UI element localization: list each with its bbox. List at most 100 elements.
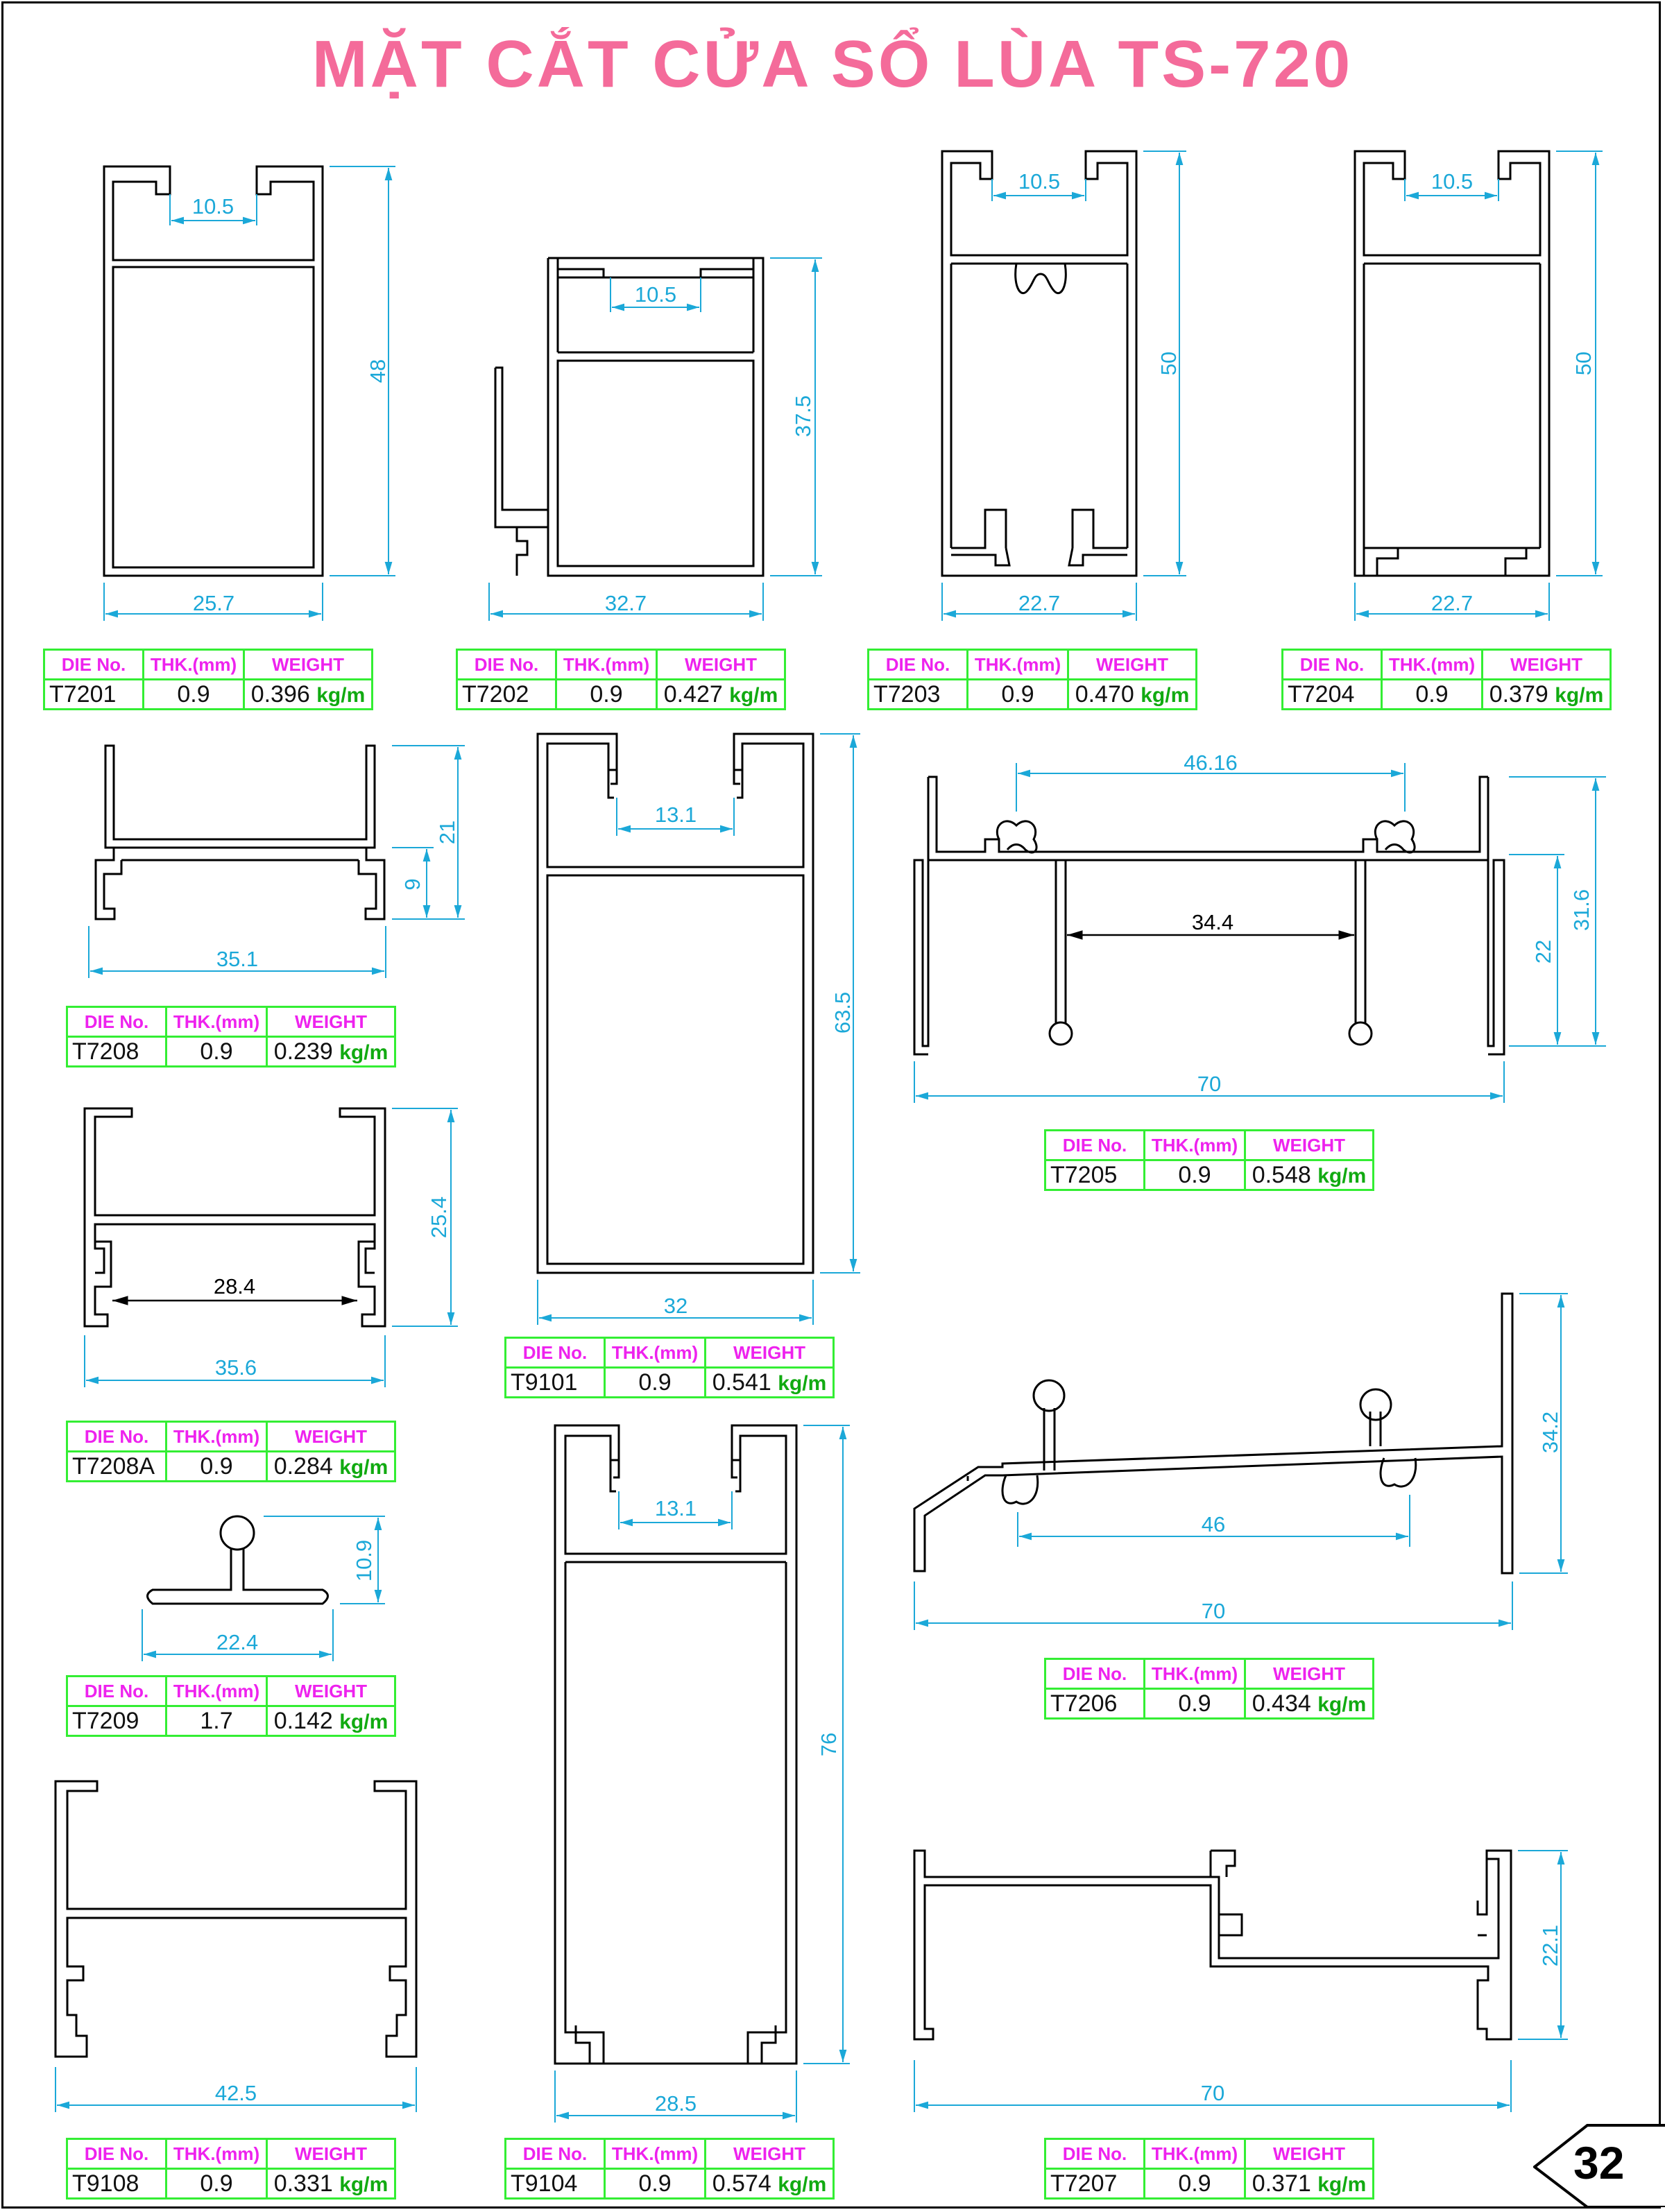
weight-header: WEIGHT — [266, 1421, 396, 1452]
profile-t7208: 35.1 21 9 — [88, 744, 465, 978]
weight-header: WEIGHT — [266, 1675, 396, 1707]
die-header: DIE No. — [1044, 1129, 1145, 1161]
t7204-width-label: 22.7 — [1431, 591, 1473, 615]
thk-value: 1.7 — [165, 1705, 268, 1737]
t7207-height-label: 22.1 — [1538, 1925, 1562, 1966]
profile-t7209: 22.4 10.9 — [142, 1515, 385, 1661]
t7208-h2-label: 9 — [400, 878, 425, 890]
thk-header: THK.(mm) — [165, 1006, 268, 1038]
profile-t7202: 32.7 37.5 10.5 — [488, 257, 822, 621]
t9104-slot-label: 13.1 — [655, 1496, 697, 1520]
profile-t7208a: 35.6 28.4 25.4 — [83, 1107, 458, 1387]
die-header: DIE No. — [66, 1006, 167, 1038]
t9104-width-label: 28.5 — [655, 2091, 697, 2116]
thk-value: 0.9 — [604, 2168, 706, 2200]
weight-value: 0.379 kg/m — [1481, 678, 1612, 710]
die-value: T7206 — [1044, 1688, 1145, 1720]
profile-t9101: 32 63.5 13.1 — [536, 732, 860, 1325]
t7207-width-label: 70 — [1201, 2081, 1224, 2105]
t7201-width-label: 25.7 — [193, 591, 234, 615]
weight-header: WEIGHT — [266, 1006, 396, 1038]
t7203-slot-label: 10.5 — [1018, 169, 1060, 194]
die-value: T7202 — [456, 678, 557, 710]
thk-value: 0.9 — [604, 1366, 706, 1398]
thk-header: THK.(mm) — [966, 649, 1069, 680]
weight-value: 0.541 kg/m — [704, 1366, 835, 1398]
thk-value: 0.9 — [1381, 678, 1483, 710]
t9108-width-label: 42.5 — [215, 2081, 257, 2105]
die-value: T7204 — [1281, 678, 1383, 710]
die-header: DIE No. — [867, 649, 968, 680]
die-value: T7201 — [43, 678, 144, 710]
profile-t7206: 70 46 34.2 — [913, 1292, 1568, 1630]
t7203-height-label: 50 — [1156, 352, 1181, 375]
die-value: T7205 — [1044, 1159, 1145, 1191]
thk-value: 0.9 — [142, 678, 245, 710]
t7206-height-label: 34.2 — [1538, 1412, 1562, 1453]
thk-value: 0.9 — [1143, 1159, 1246, 1191]
die-header: DIE No. — [66, 2138, 167, 2170]
profile-t9104: 28.5 76 13.1 — [554, 1424, 850, 2123]
weight-header: WEIGHT — [704, 1337, 835, 1369]
die-header: DIE No. — [1044, 1658, 1145, 1690]
page-title: MẶT CẮT CỬA SỔ LÙA TS-720 — [311, 27, 1354, 101]
die-header: DIE No. — [1044, 2138, 1145, 2170]
thk-header: THK.(mm) — [142, 649, 245, 680]
die-header: DIE No. — [456, 649, 557, 680]
t7202-height-label: 37.5 — [791, 395, 815, 437]
thk-header: THK.(mm) — [165, 1421, 268, 1452]
t7204-height-label: 50 — [1571, 352, 1596, 375]
t7205-h1-label: 22 — [1531, 940, 1555, 963]
thk-value: 0.9 — [966, 678, 1069, 710]
t7206-width-label: 70 — [1202, 1599, 1225, 1623]
thk-value: 0.9 — [1143, 1688, 1246, 1720]
profile-t7205: 70 46.16 34.4 22 31.6 — [913, 751, 1606, 1103]
thk-header: THK.(mm) — [165, 1675, 268, 1707]
die-header: DIE No. — [504, 1337, 606, 1369]
die-value: T9108 — [66, 2168, 167, 2200]
weight-value: 0.548 kg/m — [1244, 1159, 1374, 1191]
t7204-slot-label: 10.5 — [1431, 169, 1473, 194]
thk-value: 0.9 — [1143, 2168, 1246, 2200]
thk-header: THK.(mm) — [1143, 1658, 1246, 1690]
t7208a-height-label: 25.4 — [427, 1197, 451, 1238]
weight-value: 0.470 kg/m — [1067, 678, 1197, 710]
t7208-width-label: 35.1 — [216, 947, 258, 971]
page-number: 32 — [1573, 2137, 1625, 2188]
die-header: DIE No. — [66, 1421, 167, 1452]
die-value: T9101 — [504, 1366, 606, 1398]
weight-value: 0.239 kg/m — [266, 1036, 396, 1068]
profile-t9108: 42.5 — [54, 1780, 418, 2112]
weight-value: 0.574 kg/m — [704, 2168, 835, 2200]
thk-header: THK.(mm) — [1143, 1129, 1246, 1161]
profile-t7203: 22.7 50 10.5 — [941, 150, 1186, 621]
weight-header: WEIGHT — [243, 649, 373, 680]
t9101-width-label: 32 — [664, 1294, 688, 1318]
thk-header: THK.(mm) — [555, 649, 658, 680]
t7209-width-label: 22.4 — [216, 1630, 258, 1654]
weight-value: 0.371 kg/m — [1244, 2168, 1374, 2200]
die-header: DIE No. — [504, 2138, 606, 2170]
t7208a-width-label: 35.6 — [215, 1355, 257, 1380]
thk-value: 0.9 — [165, 1036, 268, 1068]
t7205-width-label: 70 — [1197, 1072, 1221, 1096]
t9104-height-label: 76 — [817, 1733, 841, 1756]
t7209-height-label: 10.9 — [352, 1540, 376, 1581]
weight-value: 0.427 kg/m — [656, 678, 786, 710]
t9101-height-label: 63.5 — [830, 992, 855, 1034]
profile-t7207: 70 22.1 — [913, 1849, 1568, 2112]
thk-value: 0.9 — [555, 678, 658, 710]
weight-value: 0.434 kg/m — [1244, 1688, 1374, 1720]
weight-header: WEIGHT — [1481, 649, 1612, 680]
die-value: T7207 — [1044, 2168, 1145, 2200]
t7201-height-label: 48 — [366, 359, 390, 383]
